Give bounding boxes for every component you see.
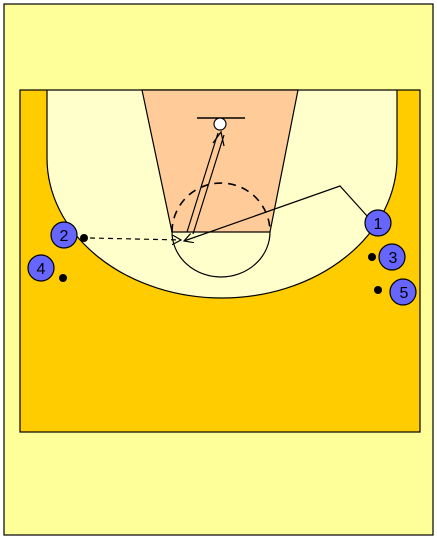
shot-arrowhead [212,130,225,147]
player-4[interactable]: 4 [27,254,55,282]
player-label: 2 [60,228,69,245]
player-label: 1 [374,216,383,233]
shot-line-b [192,134,225,235]
ball-icon [80,234,88,242]
pass-arrow [89,238,181,240]
free-throw-circle-upper [171,182,271,233]
player-label: 5 [400,285,409,302]
ball-icon [368,253,376,261]
player-3[interactable]: 3 [378,243,406,271]
player-label: 3 [389,250,398,267]
ball-icon [59,274,67,282]
player-1[interactable]: 1 [364,209,392,237]
cut-arrow [184,185,369,241]
shot-line-a [186,132,219,233]
player-5[interactable]: 5 [389,278,417,306]
free-throw-circle-lower [171,231,271,278]
player-2[interactable]: 2 [50,221,78,249]
ball-icon [374,286,382,294]
basket-icon [213,117,227,131]
player-label: 4 [37,261,46,278]
